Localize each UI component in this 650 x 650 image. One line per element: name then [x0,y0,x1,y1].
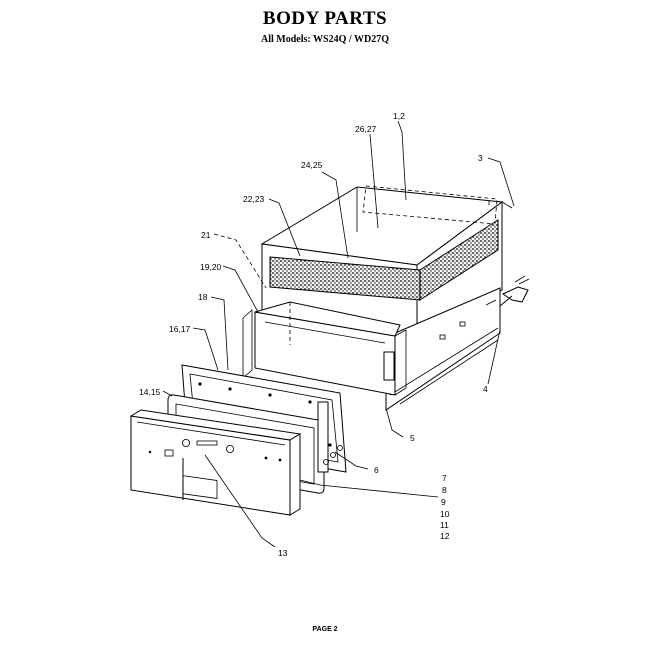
callout-21: 21 [201,230,211,240]
leader-lines [162,120,515,548]
callout-18: 18 [198,292,208,302]
drawer-liner [242,301,407,396]
callout-24-25: 24,25 [301,160,323,170]
page-number: PAGE 2 [312,626,338,633]
front-panel [129,409,302,516]
callout-14-15: 14,15 [139,387,161,397]
insulation-band [269,219,499,301]
callout-26-27: 26,27 [355,124,377,134]
page-subtitle: All Models: WS24Q / WD27Q [261,34,389,45]
page-title: BODY PARTS [262,8,388,29]
callout-11: 11 [440,520,449,530]
callout-9: 9 [441,497,446,507]
callout-10: 10 [440,509,450,519]
callout-7: 7 [442,473,447,483]
callout-8: 8 [442,485,447,495]
screw-hardware [323,445,343,465]
callout-16-17: 16,17 [169,324,191,334]
callout-5: 5 [410,433,415,443]
callout-1-2: 1,2 [393,111,405,121]
callout-19-20: 19,20 [200,262,222,272]
callout-3: 3 [478,153,483,163]
callout-6: 6 [374,465,379,475]
callout-labels: 1,2 26,27 24,25 3 22,23 21 19,20 18 16,1… [139,111,488,558]
callout-13: 13 [278,548,288,558]
callout-12: 12 [440,531,450,541]
callout-4: 4 [483,384,488,394]
callout-22-23: 22,23 [243,194,265,204]
